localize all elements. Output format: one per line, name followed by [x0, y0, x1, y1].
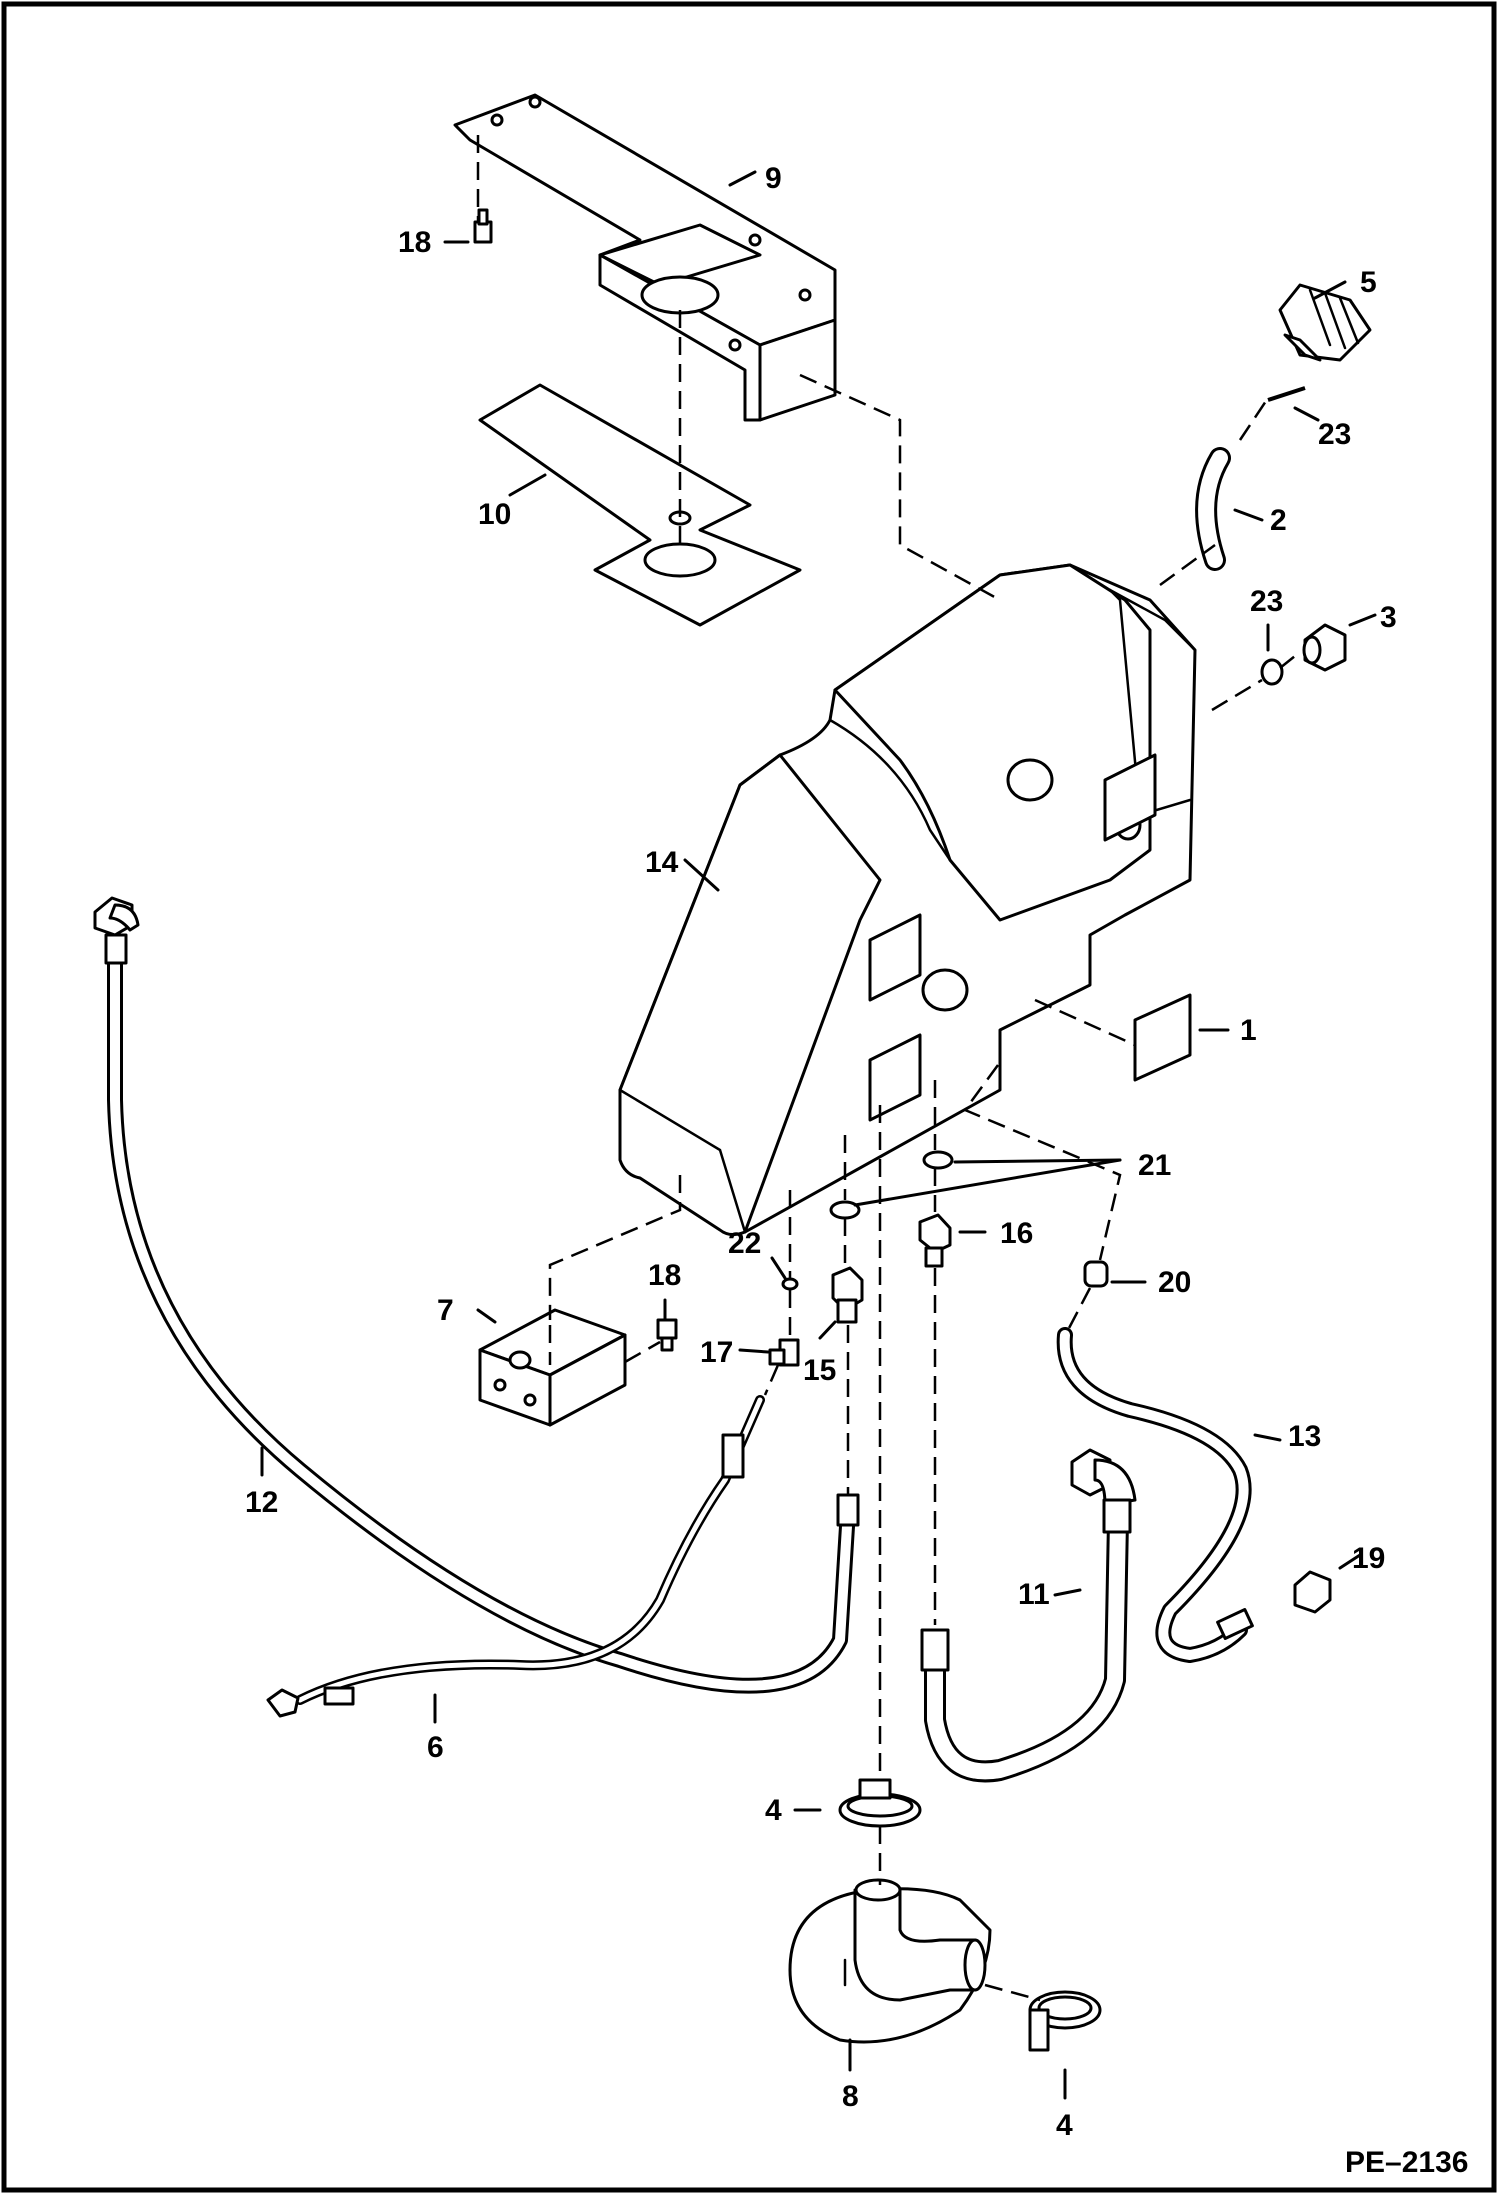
part-13-hose — [1056, 1327, 1254, 1663]
part-4-clamp-upper — [838, 1778, 922, 1828]
part-15-fitting — [831, 1266, 864, 1324]
part-7-bracket — [478, 1308, 627, 1427]
callout-18-bracket: 18 — [648, 1259, 681, 1292]
part-14-fuel-tank — [618, 563, 1197, 1237]
callout-4-lower: 4 — [1056, 2109, 1073, 2142]
part-18-bolt-top — [473, 208, 493, 244]
callout-12: 12 — [245, 1486, 278, 1519]
callout-20: 20 — [1158, 1266, 1191, 1299]
part-6-hose — [266, 1395, 765, 1718]
callout-2: 2 — [1270, 504, 1287, 537]
part-23-oring — [1260, 658, 1284, 686]
callout-9: 9 — [765, 162, 782, 195]
callout-11: 11 — [1018, 1578, 1050, 1611]
callout-3: 3 — [1380, 601, 1397, 634]
part-5-filler-cap — [1278, 283, 1372, 362]
callout-15: 15 — [803, 1354, 836, 1387]
callout-7: 7 — [437, 1294, 454, 1327]
callout-10: 10 — [478, 498, 511, 531]
part-23-oring-top — [1267, 386, 1306, 402]
part-20-fitting — [1083, 1260, 1109, 1288]
part-8-elbow — [788, 1878, 992, 2044]
callout-18-top: 18 — [398, 226, 431, 259]
callout-19: 19 — [1352, 1542, 1385, 1575]
callout-14: 14 — [645, 846, 679, 879]
callout-4-upper: 4 — [765, 1794, 782, 1827]
part-3-plug — [1302, 623, 1347, 672]
part-19-fitting — [1293, 1570, 1332, 1614]
callout-22: 22 — [728, 1227, 761, 1260]
part-12-hose — [93, 896, 860, 1694]
callout-21: 21 — [1138, 1149, 1171, 1182]
callout-23-top: 23 — [1318, 418, 1351, 451]
part-1-decal — [1133, 993, 1192, 1082]
callout-23: 23 — [1250, 585, 1283, 618]
part-22-washer — [781, 1277, 799, 1291]
callout-6: 6 — [427, 1731, 444, 1764]
part-18-bolt-bracket — [656, 1318, 678, 1352]
callout-labels: 18 9 10 5 23 2 23 3 14 1 21 16 20 7 18 2… — [245, 162, 1397, 2142]
assembly-guide-lines — [476, 135, 1301, 2002]
callout-leaders — [260, 170, 1377, 2100]
part-9-upper-bracket — [453, 93, 837, 422]
callout-13: 13 — [1288, 1420, 1321, 1453]
callout-5: 5 — [1360, 266, 1377, 299]
callout-1: 1 — [1240, 1014, 1257, 1047]
callout-8: 8 — [842, 2080, 859, 2113]
document-id: PE–2136 — [1345, 2146, 1468, 2179]
part-16-fitting — [918, 1213, 952, 1268]
callout-17: 17 — [700, 1336, 733, 1369]
part-4-clamp-lower — [1028, 1990, 1102, 2052]
part-21-oring-upper — [922, 1150, 954, 1170]
part-17-fitting — [768, 1338, 800, 1367]
part-11-hose — [920, 1448, 1137, 1783]
callout-16: 16 — [1000, 1217, 1033, 1250]
